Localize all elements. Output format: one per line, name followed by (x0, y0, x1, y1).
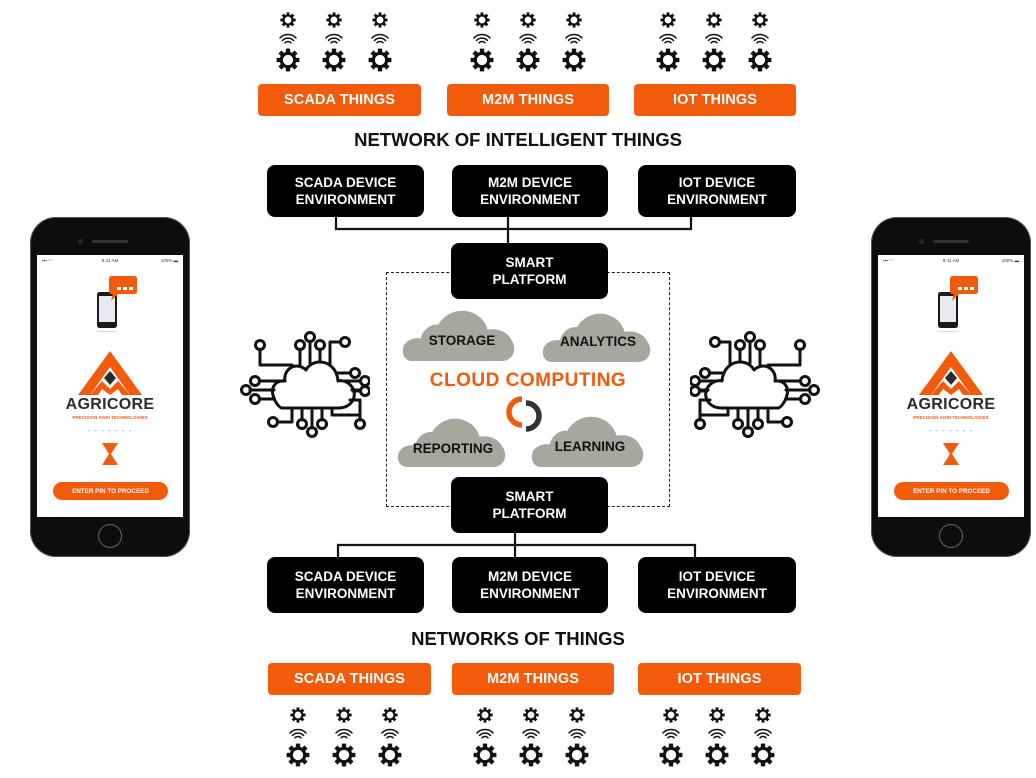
pin-input[interactable]: - - - - - - - (87, 426, 133, 435)
platform-line2: PLATFORM (492, 506, 567, 521)
device-line2: ENVIRONMENT (480, 192, 580, 207)
pin-input[interactable]: - - - - - - - (928, 426, 974, 435)
things-label: M2M THINGS (486, 671, 580, 687)
phone-left: ▪▪▪ ◠ 9:41 AM 100% ▬ AGRICORE PRECISION … (30, 217, 190, 557)
top-iot-things-button[interactable]: IOT THINGS (634, 84, 796, 116)
gear-wireless-icon (519, 707, 543, 767)
top-scada-device-box[interactable]: SCADA DEVICE ENVIRONMENT (267, 165, 424, 217)
bottom-iot-device-box[interactable]: IOT DEVICE ENVIRONMENT (638, 557, 796, 613)
device-line2: ENVIRONMENT (295, 192, 396, 207)
gear-wireless-icon (565, 707, 589, 767)
bottom-m2m-things-button[interactable]: M2M THINGS (452, 663, 614, 695)
cloud-computing-title: CLOUD COMPUTING (429, 370, 627, 391)
analytics-label: ANALYTICS (559, 334, 636, 349)
things-label: IOT THINGS (673, 92, 757, 108)
phone-screen: ▪▪▪ ◠ 9:41 AM 100% ▬ AGRICORE PRECISION … (878, 255, 1024, 517)
gear-wireless-icon (286, 707, 310, 767)
signal-icon: ▪▪▪ ◠ (42, 258, 52, 263)
gear-wireless-icon (751, 707, 775, 767)
battery-indicator: 100% ▬ (160, 258, 178, 263)
enter-pin-button[interactable]: ENTER PIN TO PROCEED (894, 482, 1009, 500)
signal-icon: ▪▪▪ ◠ (883, 258, 893, 263)
bottom-m2m-device-box[interactable]: M2M DEVICE ENVIRONMENT (452, 557, 608, 613)
bottom-scada-things-button[interactable]: SCADA THINGS (268, 663, 431, 695)
bottom-section-title: NETWORKS OF THINGS (411, 628, 625, 649)
device-line1: SCADA DEVICE (294, 569, 397, 584)
phone-screen: ▪▪▪ ◠ 9:41 AM 100% ▬ AGRICORE PRECISION … (37, 255, 183, 517)
things-label: SCADA THINGS (283, 92, 396, 108)
things-label: M2M THINGS (481, 92, 575, 108)
top-iot-device-box[interactable]: IOT DEVICE ENVIRONMENT (638, 165, 796, 217)
circuit-cloud-icon-right (690, 320, 820, 440)
brand-tagline: PRECISION AGRI TECHNOLOGIES (913, 415, 989, 420)
platform-line1: SMART (505, 489, 554, 504)
phone-camera (78, 239, 83, 244)
status-time: 9:41 AM (942, 258, 960, 263)
platform-line2: PLATFORM (492, 272, 567, 287)
top-m2m-things-button[interactable]: M2M THINGS (447, 84, 609, 116)
hourglass-icon (943, 443, 959, 465)
phone-message-icon (96, 276, 137, 332)
hourglass-icon (102, 443, 118, 465)
gear-wireless-icon (473, 707, 497, 767)
brand-name: AGRICORE (906, 396, 996, 413)
home-button[interactable] (939, 524, 963, 548)
brand-tagline: PRECISION AGRI TECHNOLOGIES (72, 415, 148, 420)
status-time: 9:41 AM (101, 258, 119, 263)
top-m2m-device-box[interactable]: M2M DEVICE ENVIRONMENT (452, 165, 608, 217)
agricore-logo-icon (919, 351, 983, 395)
gear-wireless-icon (332, 707, 356, 767)
status-bar: ▪▪▪ ◠ 9:41 AM 100% ▬ (878, 258, 1024, 266)
device-line2: ENVIRONMENT (295, 586, 396, 601)
sync-rings-icon (506, 396, 542, 432)
brand-name: AGRICORE (65, 396, 155, 413)
things-label: IOT THINGS (677, 671, 762, 687)
device-line2: ENVIRONMENT (667, 192, 767, 207)
enter-pin-button[interactable]: ENTER PIN TO PROCEED (53, 482, 168, 500)
storage-label: STORAGE (428, 333, 496, 348)
gear-wireless-icon (705, 707, 729, 767)
gear-wireless-icon (378, 707, 402, 767)
device-line1: IOT DEVICE (678, 175, 756, 190)
bottom-scada-device-box[interactable]: SCADA DEVICE ENVIRONMENT (267, 557, 424, 613)
phone-speaker (933, 240, 969, 243)
top-smart-platform-box[interactable]: SMART PLATFORM (451, 243, 608, 299)
device-line1: M2M DEVICE (487, 175, 572, 190)
top-scada-things-button[interactable]: SCADA THINGS (258, 84, 421, 116)
device-line2: ENVIRONMENT (480, 586, 580, 601)
phone-camera (919, 239, 924, 244)
battery-text: 100% (160, 258, 173, 263)
agricore-logo-icon (78, 351, 142, 395)
battery-indicator: 100% ▬ (1001, 258, 1019, 263)
phone-message-icon (937, 276, 978, 332)
device-line1: M2M DEVICE (487, 569, 572, 584)
top-section-title: NETWORK OF INTELLIGENT THINGS (354, 129, 682, 150)
gear-wireless-icon (659, 707, 683, 767)
device-line2: ENVIRONMENT (667, 586, 767, 601)
things-label: SCADA THINGS (293, 671, 406, 687)
device-line1: SCADA DEVICE (294, 175, 397, 190)
status-bar: ▪▪▪ ◠ 9:41 AM 100% ▬ (37, 258, 183, 266)
bottom-iot-things-button[interactable]: IOT THINGS (638, 663, 801, 695)
circuit-cloud-icon-left (240, 320, 370, 440)
learning-label: LEARNING (554, 439, 626, 454)
phone-speaker (92, 240, 128, 243)
battery-text: 100% (1001, 258, 1014, 263)
device-line1: IOT DEVICE (678, 569, 756, 584)
phone-right: ▪▪▪ ◠ 9:41 AM 100% ▬ AGRICORE PRECISION … (871, 217, 1031, 557)
home-button[interactable] (98, 524, 122, 548)
bottom-smart-platform-box[interactable]: SMART PLATFORM (451, 477, 608, 533)
platform-line1: SMART (505, 255, 554, 270)
reporting-label: REPORTING (412, 441, 494, 456)
